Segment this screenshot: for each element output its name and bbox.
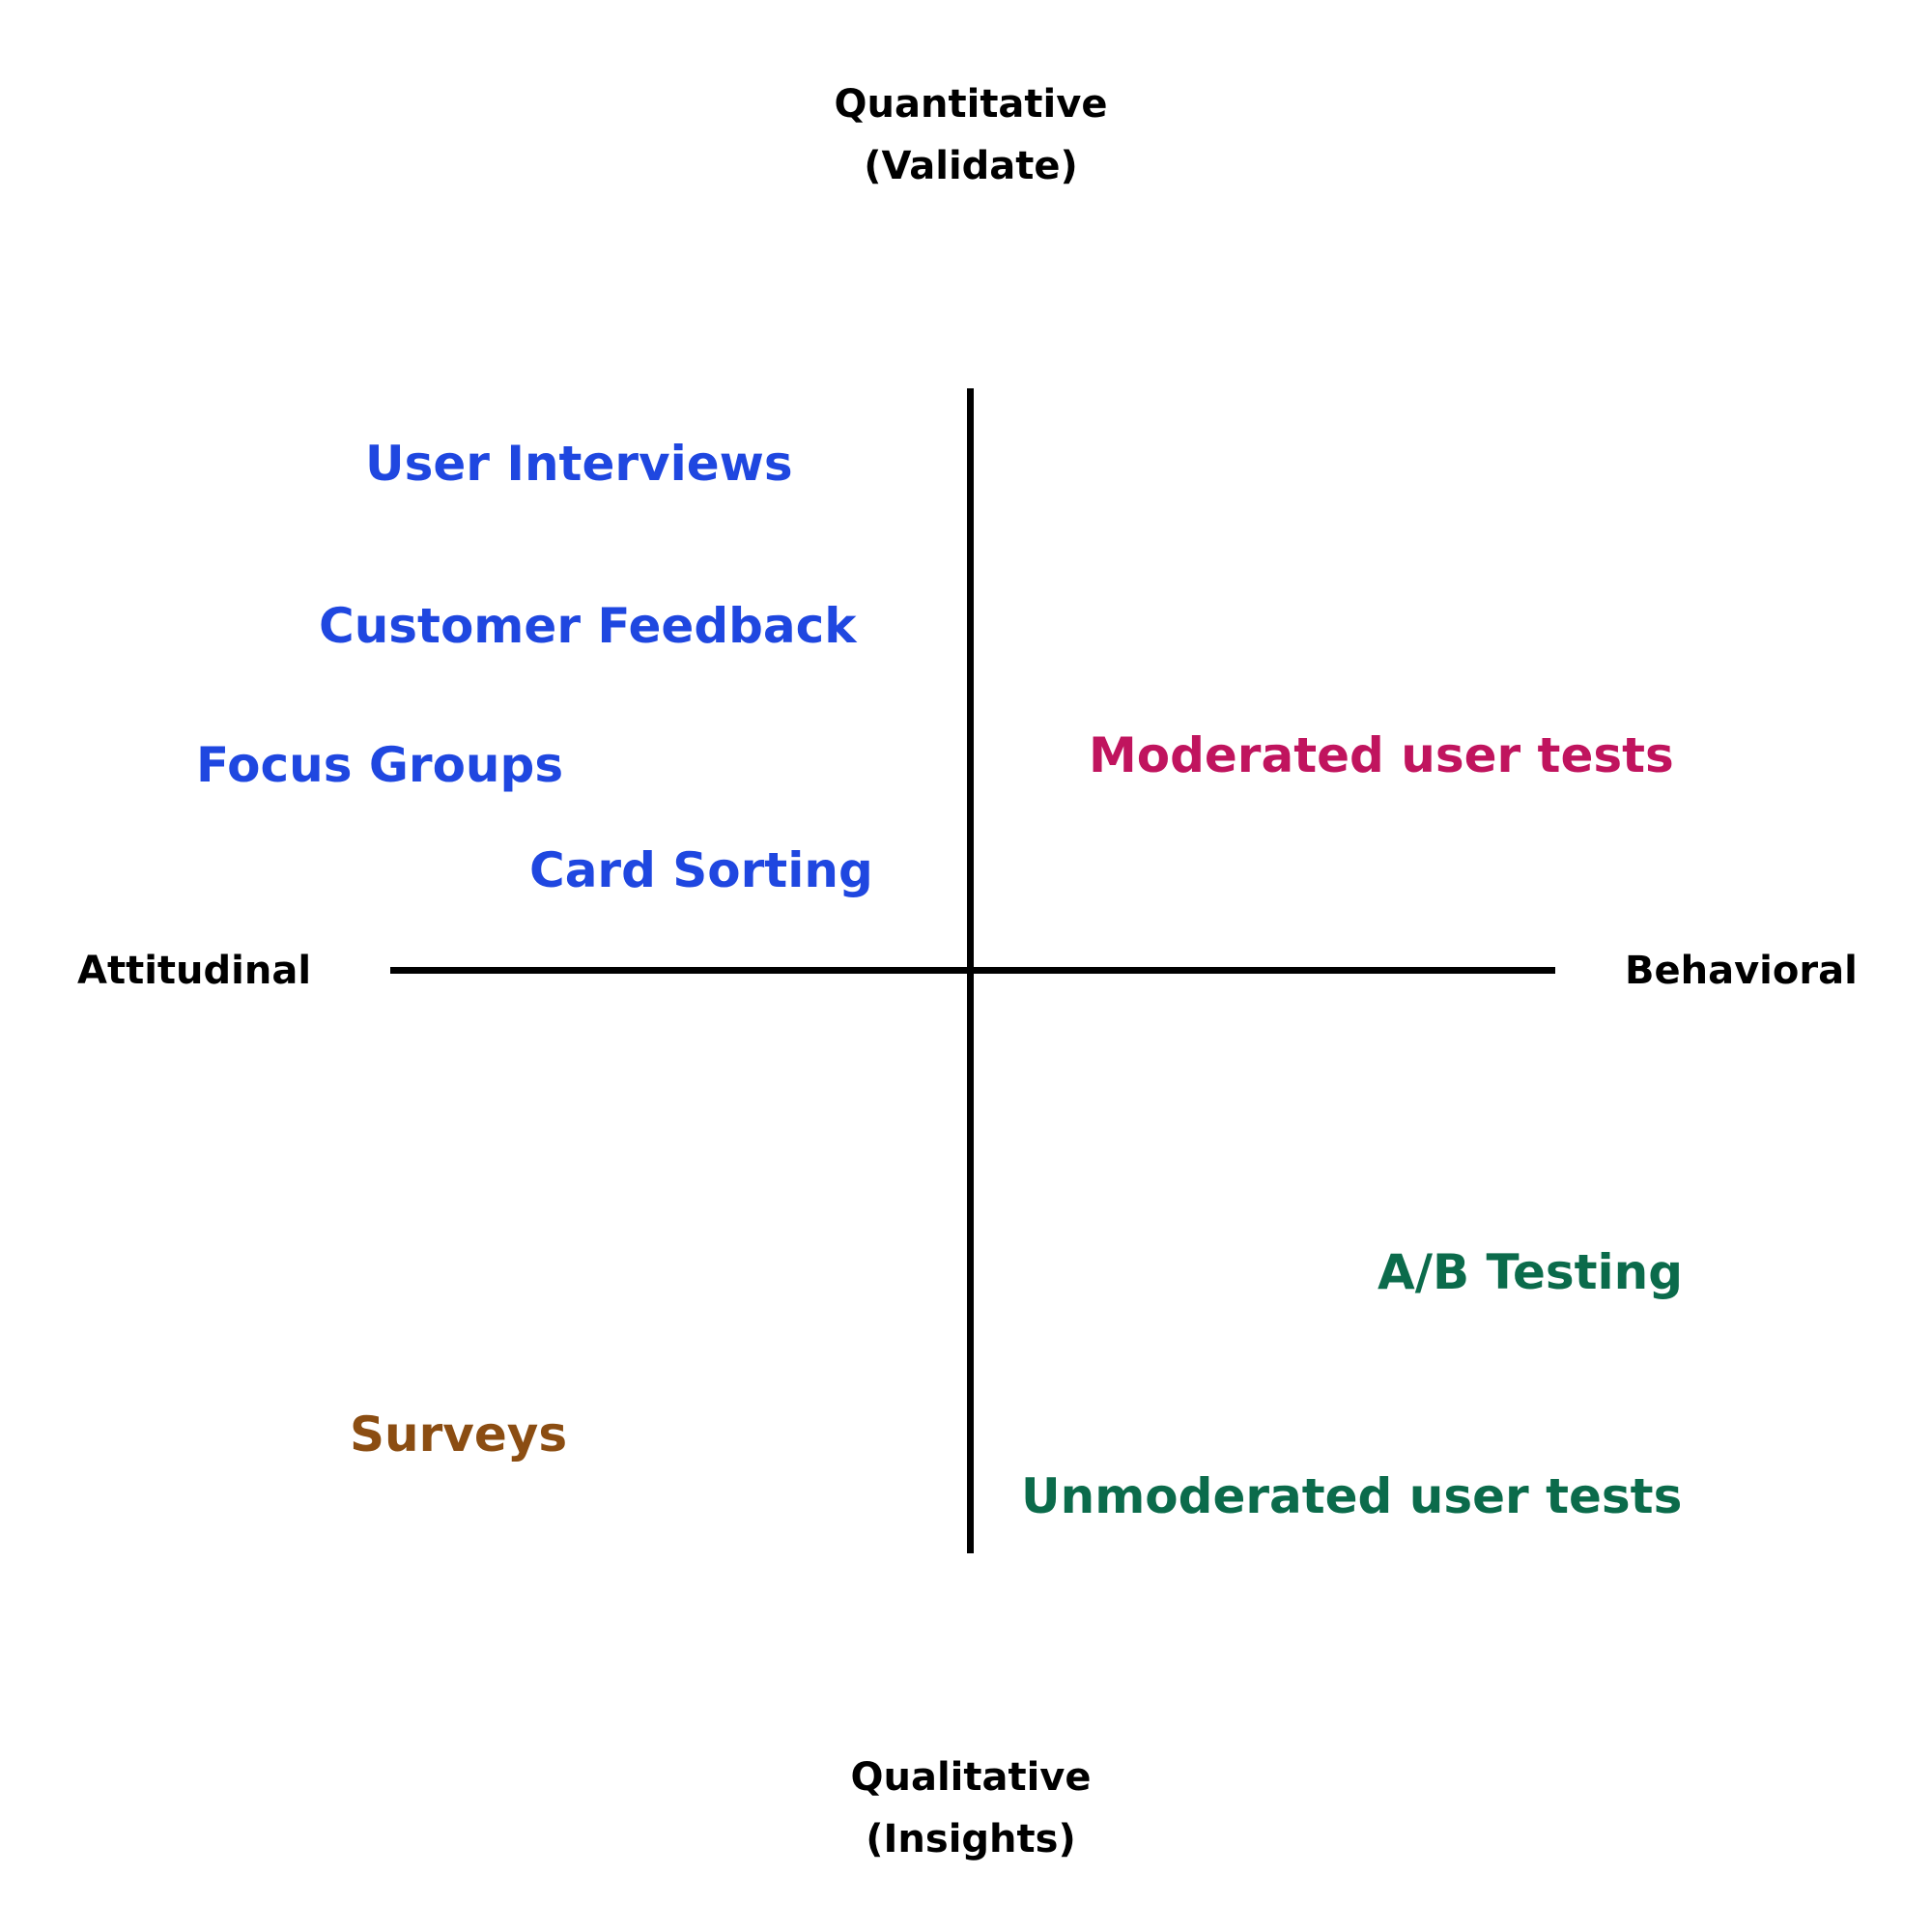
axis-label-behavioral: Behavioral [1625, 949, 1858, 993]
method-focus-groups: Focus Groups [196, 737, 564, 793]
axis-label-attitudinal: Attitudinal [77, 949, 312, 993]
horizontal-axis-line [390, 967, 1555, 974]
method-user-interviews: User Interviews [365, 436, 793, 492]
method-ab-testing: A/B Testing [1378, 1244, 1684, 1300]
axis-label-qualitative-line1: Qualitative [850, 1755, 1092, 1800]
method-customer-feedback: Customer Feedback [319, 598, 857, 654]
axis-label-quantitative: Quantitative (Validate) [773, 73, 1169, 197]
axis-label-quantitative-line1: Quantitative [834, 82, 1108, 127]
method-surveys: Surveys [350, 1406, 568, 1463]
method-unmoderated-user-tests: Unmoderated user tests [1021, 1468, 1683, 1524]
axis-label-qualitative-line2: (Insights) [866, 1817, 1076, 1861]
method-moderated-user-tests: Moderated user tests [1089, 727, 1674, 783]
axis-label-qualitative: Qualitative (Insights) [773, 1747, 1169, 1870]
method-card-sorting: Card Sorting [529, 842, 873, 898]
axis-label-quantitative-line2: (Validate) [864, 144, 1078, 188]
